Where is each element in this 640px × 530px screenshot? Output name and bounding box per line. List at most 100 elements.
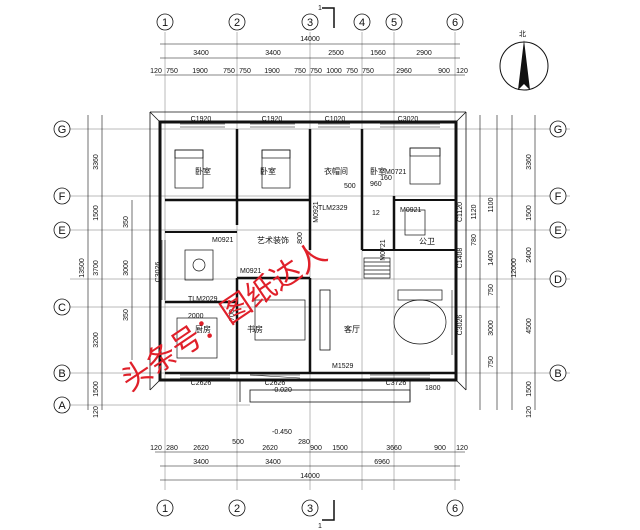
axis-top-3: 3	[307, 17, 313, 29]
dim-bottom-r2-0: 3400	[193, 459, 209, 466]
dim-bottom-r2-1: 3400	[265, 459, 281, 466]
level-1: -0.450	[272, 429, 292, 436]
room-art-decor: 艺术装饰	[257, 235, 289, 245]
axis-top-4: 4	[359, 17, 365, 29]
dim-left-0: 3360	[93, 154, 100, 170]
window-bottom-0: C2626	[191, 380, 212, 387]
axis-top-5: 5	[391, 17, 397, 29]
room-kitchen: 厨房	[195, 324, 211, 334]
misc-1: 500	[344, 183, 356, 190]
room-closet: 衣帽间	[324, 166, 348, 176]
section-marks	[322, 7, 335, 521]
dim-bottom-total: 14000	[300, 473, 320, 480]
axis-left-E: E	[58, 225, 65, 237]
dim-bottom-r1-2: 2620	[193, 445, 209, 452]
dim-right-mid-1: 780	[471, 234, 478, 246]
door-0: M0921	[212, 237, 234, 244]
axis-bubbles-bottom	[156, 499, 464, 517]
axis-left-G: G	[58, 124, 67, 136]
dim-left-inner-0: 350	[123, 216, 130, 228]
dim-top-r1-4: 2900	[416, 50, 432, 57]
dim-bottom-r1-0: 120	[150, 445, 162, 452]
dim-right-0: 3360	[526, 154, 533, 170]
axis-top-1: 1	[162, 17, 168, 29]
dim-right-4: 1500	[526, 381, 533, 397]
dim-top-r2-11: 2960	[396, 68, 412, 75]
dim-bottom-r1-5: 280	[298, 439, 310, 446]
dim-top-r1-2: 2500	[328, 50, 344, 57]
dim-left-4: 1500	[93, 381, 100, 397]
door-4: M0921	[313, 201, 320, 223]
dim-bottom-r1-6: 900	[310, 445, 322, 452]
dim-top-r2-10: 750	[362, 68, 374, 75]
misc-3: 12	[372, 210, 380, 217]
axis-left-A: A	[58, 400, 66, 412]
window-side-3: C1120	[457, 202, 464, 222]
window-bottom-1: C2626	[265, 380, 286, 387]
window-marks	[161, 123, 456, 379]
dim-top-total: 14000	[300, 36, 320, 43]
dim-top-r1-1: 3400	[265, 50, 281, 57]
dim-top-r2-8: 1000	[326, 68, 342, 75]
dim-right-1: 1500	[526, 205, 533, 221]
dim-right-mid-5: 750	[488, 356, 495, 368]
axis-top-2: 2	[234, 17, 240, 29]
section-mark-top: 1	[318, 5, 322, 12]
dim-bottom-r1-7: 1500	[332, 445, 348, 452]
axis-left-F: F	[59, 191, 66, 203]
misc-4: 800	[297, 232, 304, 244]
axis-bottom-1: 1	[162, 503, 168, 515]
dim-bottom-r1-10: 120	[456, 445, 468, 452]
dim-left-2: 3700	[93, 260, 100, 276]
door-8: TLM2029	[188, 296, 218, 303]
dim-top-r2-2: 1900	[192, 68, 208, 75]
axis-right-G: G	[554, 124, 563, 136]
dim-top-r1-3: 1560	[370, 50, 386, 57]
north-label: 北	[519, 30, 526, 38]
window-side-1: C1408	[457, 248, 464, 269]
dim-top-r2-12: 900	[438, 68, 450, 75]
dim-top-r2-6: 750	[294, 68, 306, 75]
level-0: -0.020	[272, 387, 292, 394]
window-top-1: C1920	[262, 116, 283, 123]
dim-top-r2-3: 750	[223, 68, 235, 75]
dim-right-3: 4500	[526, 318, 533, 334]
misc-2: 960	[370, 181, 382, 188]
axis-top-6: 6	[452, 17, 458, 29]
room-living: 客厅	[344, 324, 360, 334]
dimension-lines	[87, 43, 536, 481]
dim-left-inner-2: 350	[123, 309, 130, 321]
axis-bottom-6: 6	[452, 503, 458, 515]
door-6: M1529	[332, 363, 354, 370]
window-side-0: C3026	[155, 262, 162, 283]
misc-0: 1800	[425, 385, 441, 392]
room-bedroom-1: 卧室	[195, 166, 211, 176]
dim-bottom-r1-4: 2620	[262, 445, 278, 452]
axis-bottom-2: 2	[234, 503, 240, 515]
window-top-3: C3020	[398, 116, 419, 123]
dim-top-r2-13: 120	[456, 68, 468, 75]
axis-bubbles-top	[156, 13, 464, 31]
dim-right-total: 12000	[511, 258, 518, 278]
dim-bottom-r1-8: 3660	[386, 445, 402, 452]
dim-bottom-r2-2: 6960	[374, 459, 390, 466]
door-2: M0721	[385, 169, 407, 176]
dim-right-small-0: 1100	[488, 197, 495, 212]
axis-right-E: E	[554, 225, 561, 237]
dim-top-r2-9: 750	[346, 68, 358, 75]
window-side-2: C3026	[457, 315, 464, 336]
building-walls	[149, 111, 467, 403]
dim-right-mid-4: 3000	[488, 320, 495, 336]
dim-left-total: 13500	[79, 258, 86, 278]
axis-bubbles-right	[549, 120, 567, 382]
dim-left-3: 3200	[93, 332, 100, 348]
dim-top-r2-4: 750	[239, 68, 251, 75]
window-top-0: C1920	[191, 116, 212, 123]
dim-bottom-r1-9: 900	[434, 445, 446, 452]
axis-left-C: C	[58, 302, 66, 314]
dim-right-2: 2400	[526, 247, 533, 263]
dim-right-mid-3: 750	[488, 284, 495, 296]
dim-bottom-r1-1: 280	[166, 445, 178, 452]
room-bedroom-3: 卧室	[370, 166, 386, 176]
